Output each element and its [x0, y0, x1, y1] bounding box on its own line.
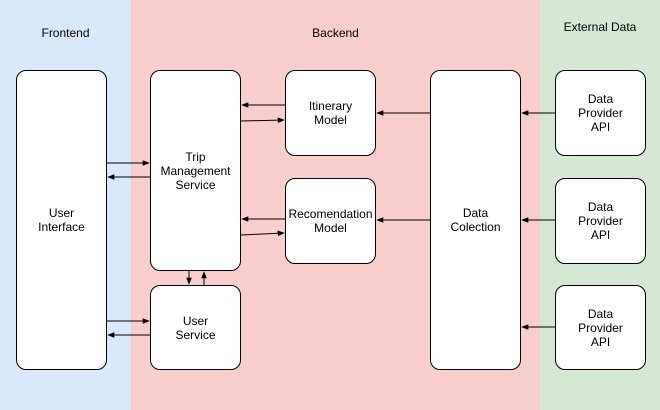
backend-lane-title: Backend	[312, 26, 359, 40]
data-provider-api-node-2: Data Provider API	[555, 178, 646, 264]
trip-management-service-node: Trip Management Service	[150, 70, 241, 271]
data-collection-node: Data Colection	[430, 70, 521, 370]
data-provider-api-node-3: Data Provider API	[555, 285, 646, 370]
external-data-lane-title: External Data	[563, 20, 637, 34]
data-provider-api-node-1: Data Provider API	[555, 70, 646, 156]
recommendation-model-node: Recomendation Model	[285, 178, 376, 264]
frontend-lane-title: Frontend	[41, 26, 90, 40]
itinerary-model-node: Itinerary Model	[285, 70, 376, 156]
user-interface-node: User Interface	[16, 70, 107, 370]
user-service-node: User Service	[150, 285, 241, 370]
